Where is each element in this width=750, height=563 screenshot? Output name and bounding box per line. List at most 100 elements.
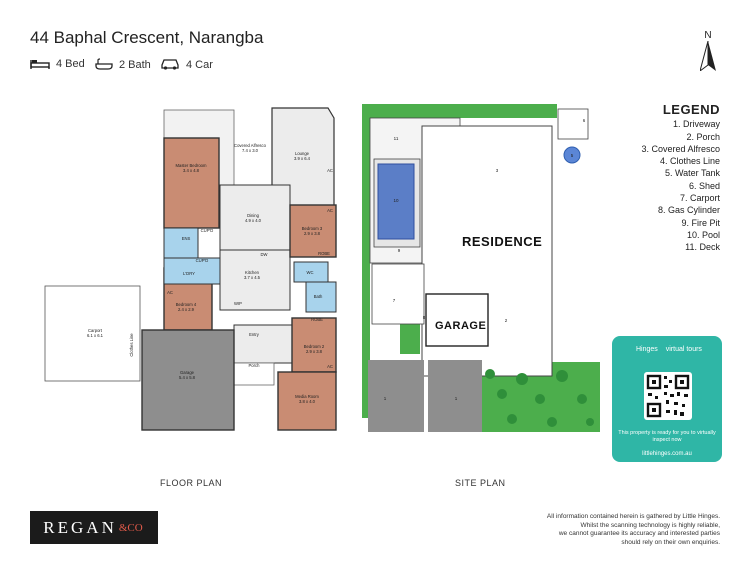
label-ac-4: AC (327, 364, 333, 369)
virtual-tour-message: This property is ready for you to virtua… (618, 430, 716, 443)
bed-icon (30, 60, 50, 69)
marker-8: 8 (423, 315, 426, 320)
baths-count: 2 Bath (119, 58, 151, 71)
marker-1-right: 1 (455, 396, 458, 401)
trees (485, 369, 594, 427)
label-robe-1: ROBE (318, 251, 330, 256)
shed (557, 108, 589, 140)
site-plan: 1 1 2 3 5 6 7 8 9 10 11 (362, 104, 600, 434)
car-icon (161, 59, 179, 70)
grass-middle (400, 324, 420, 354)
site-plan-label: SITE PLAN (455, 478, 506, 488)
label-wip: WIP (234, 301, 242, 306)
marker-1-left: 1 (384, 396, 387, 401)
north-label: N (704, 30, 712, 41)
legend-item: 6. Shed (688, 180, 720, 191)
master-bedroom (163, 137, 220, 229)
label-cupd-2: CUP'D (196, 258, 209, 263)
marker-6: 6 (583, 118, 586, 123)
legend-item: 10. Pool (686, 229, 720, 240)
label-bath: Bath (314, 294, 323, 299)
label-robe-2: ROBE (311, 317, 323, 322)
garage-site (425, 293, 489, 347)
agency-logo-amp: &CO (118, 521, 143, 534)
label-ac-2: AC (327, 208, 333, 213)
agency-logo-text: REGAN (43, 517, 117, 537)
legend-item: 7. Carport (679, 193, 720, 204)
legend: LEGEND 1. Driveway 2. Porch 3. Covered A… (600, 102, 720, 254)
virtual-tours-text: virtual tours (665, 346, 702, 353)
disclaimer-line: should rely on their own enquiries. (621, 538, 720, 546)
label-ensuite: ENS (182, 236, 191, 241)
label-clothes-line: Clothes Line (129, 333, 134, 357)
marker-5: 5 (571, 153, 574, 158)
residence-label: RESIDENCE (462, 234, 543, 249)
hinges-logo-text: Hinges (636, 346, 658, 353)
garage (141, 329, 235, 431)
bathroom (305, 281, 337, 313)
carport-site (371, 263, 425, 325)
legend-item: 9. Fire Pit (681, 217, 720, 228)
legend-item: 1. Driveway (672, 119, 720, 130)
marker-9: 9 (398, 248, 401, 253)
virtual-tours-brand: Hinges virtual tours (636, 346, 702, 353)
beds-feature: 4 Bed (30, 58, 85, 70)
label-ac-1: AC (327, 168, 333, 173)
garage-label: GARAGE (435, 320, 487, 332)
marker-11: 11 (394, 136, 399, 141)
cars-count: 4 Car (186, 58, 213, 71)
virtual-tour-card[interactable]: Hinges virtual tours This property is re… (612, 336, 722, 462)
legend-item: 4. Clothes Line (659, 156, 720, 167)
legend-item: 3. Covered Alfresco (641, 143, 720, 154)
north-arrow-icon (699, 40, 716, 73)
bedroom-3 (289, 204, 337, 258)
marker-10: 10 (393, 198, 399, 203)
marker-7: 7 (393, 298, 396, 303)
qr-code-icon[interactable] (644, 372, 692, 420)
legend-item: 8. Gas Cylinder (657, 205, 720, 216)
beds-count: 4 Bed (56, 58, 85, 70)
label-dw: DW (261, 252, 268, 257)
kitchen (219, 249, 291, 311)
label-ac-3: AC (167, 290, 173, 295)
driveway-left (368, 360, 424, 432)
driveway-right (428, 360, 482, 432)
grass-top (362, 104, 557, 118)
media-room (277, 371, 337, 431)
floor-plan-label: FLOOR PLAN (160, 478, 223, 488)
laundry (163, 257, 221, 285)
carport (44, 285, 141, 382)
grass-left (362, 118, 370, 418)
label-wc: WC (307, 270, 314, 275)
label-porch: Porch (249, 363, 261, 368)
legend-item: 11. Deck (685, 242, 720, 253)
bath-icon (95, 58, 113, 70)
cars-feature: 4 Car (160, 58, 213, 71)
marker-2: 2 (505, 318, 508, 323)
label-entry: Entry (249, 332, 260, 337)
pool (377, 163, 415, 240)
legend-title: LEGEND (662, 102, 720, 117)
north-arrow: N (696, 30, 720, 74)
disclaimer-line: we cannot guarantee its accuracy and int… (558, 530, 720, 537)
marker-3: 3 (496, 168, 499, 173)
disclaimer-line: All information contained herein is gath… (546, 513, 720, 520)
water-tank (563, 146, 581, 164)
disclaimer-line: Whilst the scanning technology is highly… (580, 521, 720, 529)
virtual-tour-url[interactable]: littlehinges.com.au (642, 451, 692, 457)
legend-item: 2. Porch (686, 131, 720, 142)
label-laundry: L'DRY (183, 271, 195, 276)
disclaimer: All information contained herein is gath… (520, 513, 720, 547)
label-cupd-1: CUP'D (201, 228, 214, 233)
